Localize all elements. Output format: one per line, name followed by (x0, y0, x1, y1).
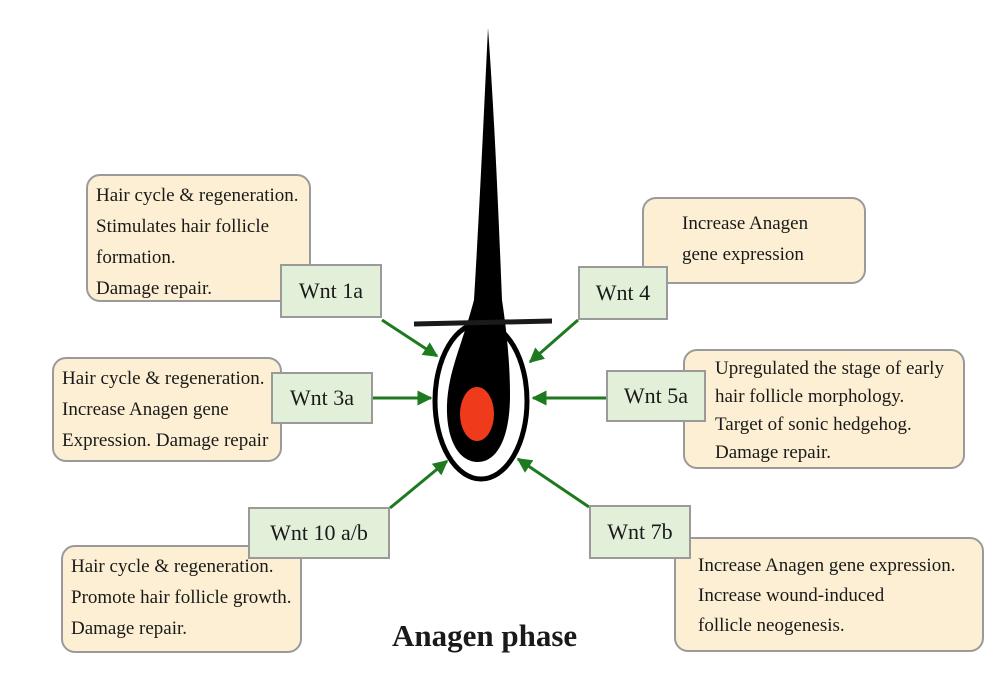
wnt-5a-line-4: Damage repair. (715, 442, 832, 463)
arrow-wnt-7b (516, 457, 590, 509)
wnt-4-line-1: Increase Anagen (682, 213, 809, 234)
wnt-10ab-line-3: Damage repair. (71, 618, 188, 639)
arrow-wnt-1a (381, 318, 439, 358)
wnt-1a-line-2: Stimulates hair follicle (96, 216, 270, 237)
wnt-1a-description: Hair cycle & regeneration. Stimulates ha… (86, 174, 311, 302)
wnt-1a-line-1: Hair cycle & regeneration. (96, 185, 299, 206)
wnt-4-description: Increase Anagen gene expression (642, 197, 866, 284)
wnt-3a-description: Hair cycle & regeneration. Increase Anag… (52, 357, 282, 462)
wnt-1a-label: Wnt 1a (280, 264, 382, 318)
wnt-4-label: Wnt 4 (578, 266, 668, 320)
dermal-papilla (460, 387, 494, 441)
wnt-3a-line-3: Expression. Damage repair (62, 430, 269, 451)
arrow-wnt-10ab (389, 459, 449, 510)
wnt-7b-label: Wnt 7b (589, 505, 691, 559)
wnt-7b-line-3: follicle neogenesis. (698, 615, 845, 636)
wnt-7b-line-2: Increase wound-induced (698, 585, 885, 606)
wnt-1a-line-3: formation. (96, 247, 176, 268)
skin-surface-line (413, 318, 553, 327)
wnt-4-line-2: gene expression (682, 244, 804, 265)
wnt-3a-line-2: Increase Anagen gene (62, 399, 229, 420)
arrow-wnt-4 (528, 318, 579, 364)
wnt-3a-line-1: Hair cycle & regeneration. (62, 368, 265, 389)
wnt-3a-label: Wnt 3a (271, 372, 373, 424)
wnt-5a-description: Upregulated the stage of early hair foll… (683, 349, 965, 469)
wnt-10ab-label: Wnt 10 a/b (248, 507, 390, 559)
wnt-5a-line-3: Target of sonic hedgehog. (715, 414, 912, 435)
hair-shaft (446, 28, 510, 462)
wnt-10ab-line-2: Promote hair follicle growth. (71, 587, 292, 608)
wnt-10ab-description: Hair cycle & regeneration. Promote hair … (61, 545, 302, 653)
wnt-7b-description: Increase Anagen gene expression. Increas… (674, 537, 984, 652)
phase-title: Anagen phase (392, 618, 578, 653)
wnt-7b-line-1: Increase Anagen gene expression. (698, 555, 956, 576)
wnt-1a-line-4: Damage repair. (96, 278, 213, 299)
wnt-5a-line-2: hair follicle morphology. (715, 386, 905, 407)
wnt-10ab-line-1: Hair cycle & regeneration. (71, 556, 274, 577)
wnt-5a-label: Wnt 5a (606, 370, 706, 422)
wnt-5a-line-1: Upregulated the stage of early (715, 358, 944, 379)
